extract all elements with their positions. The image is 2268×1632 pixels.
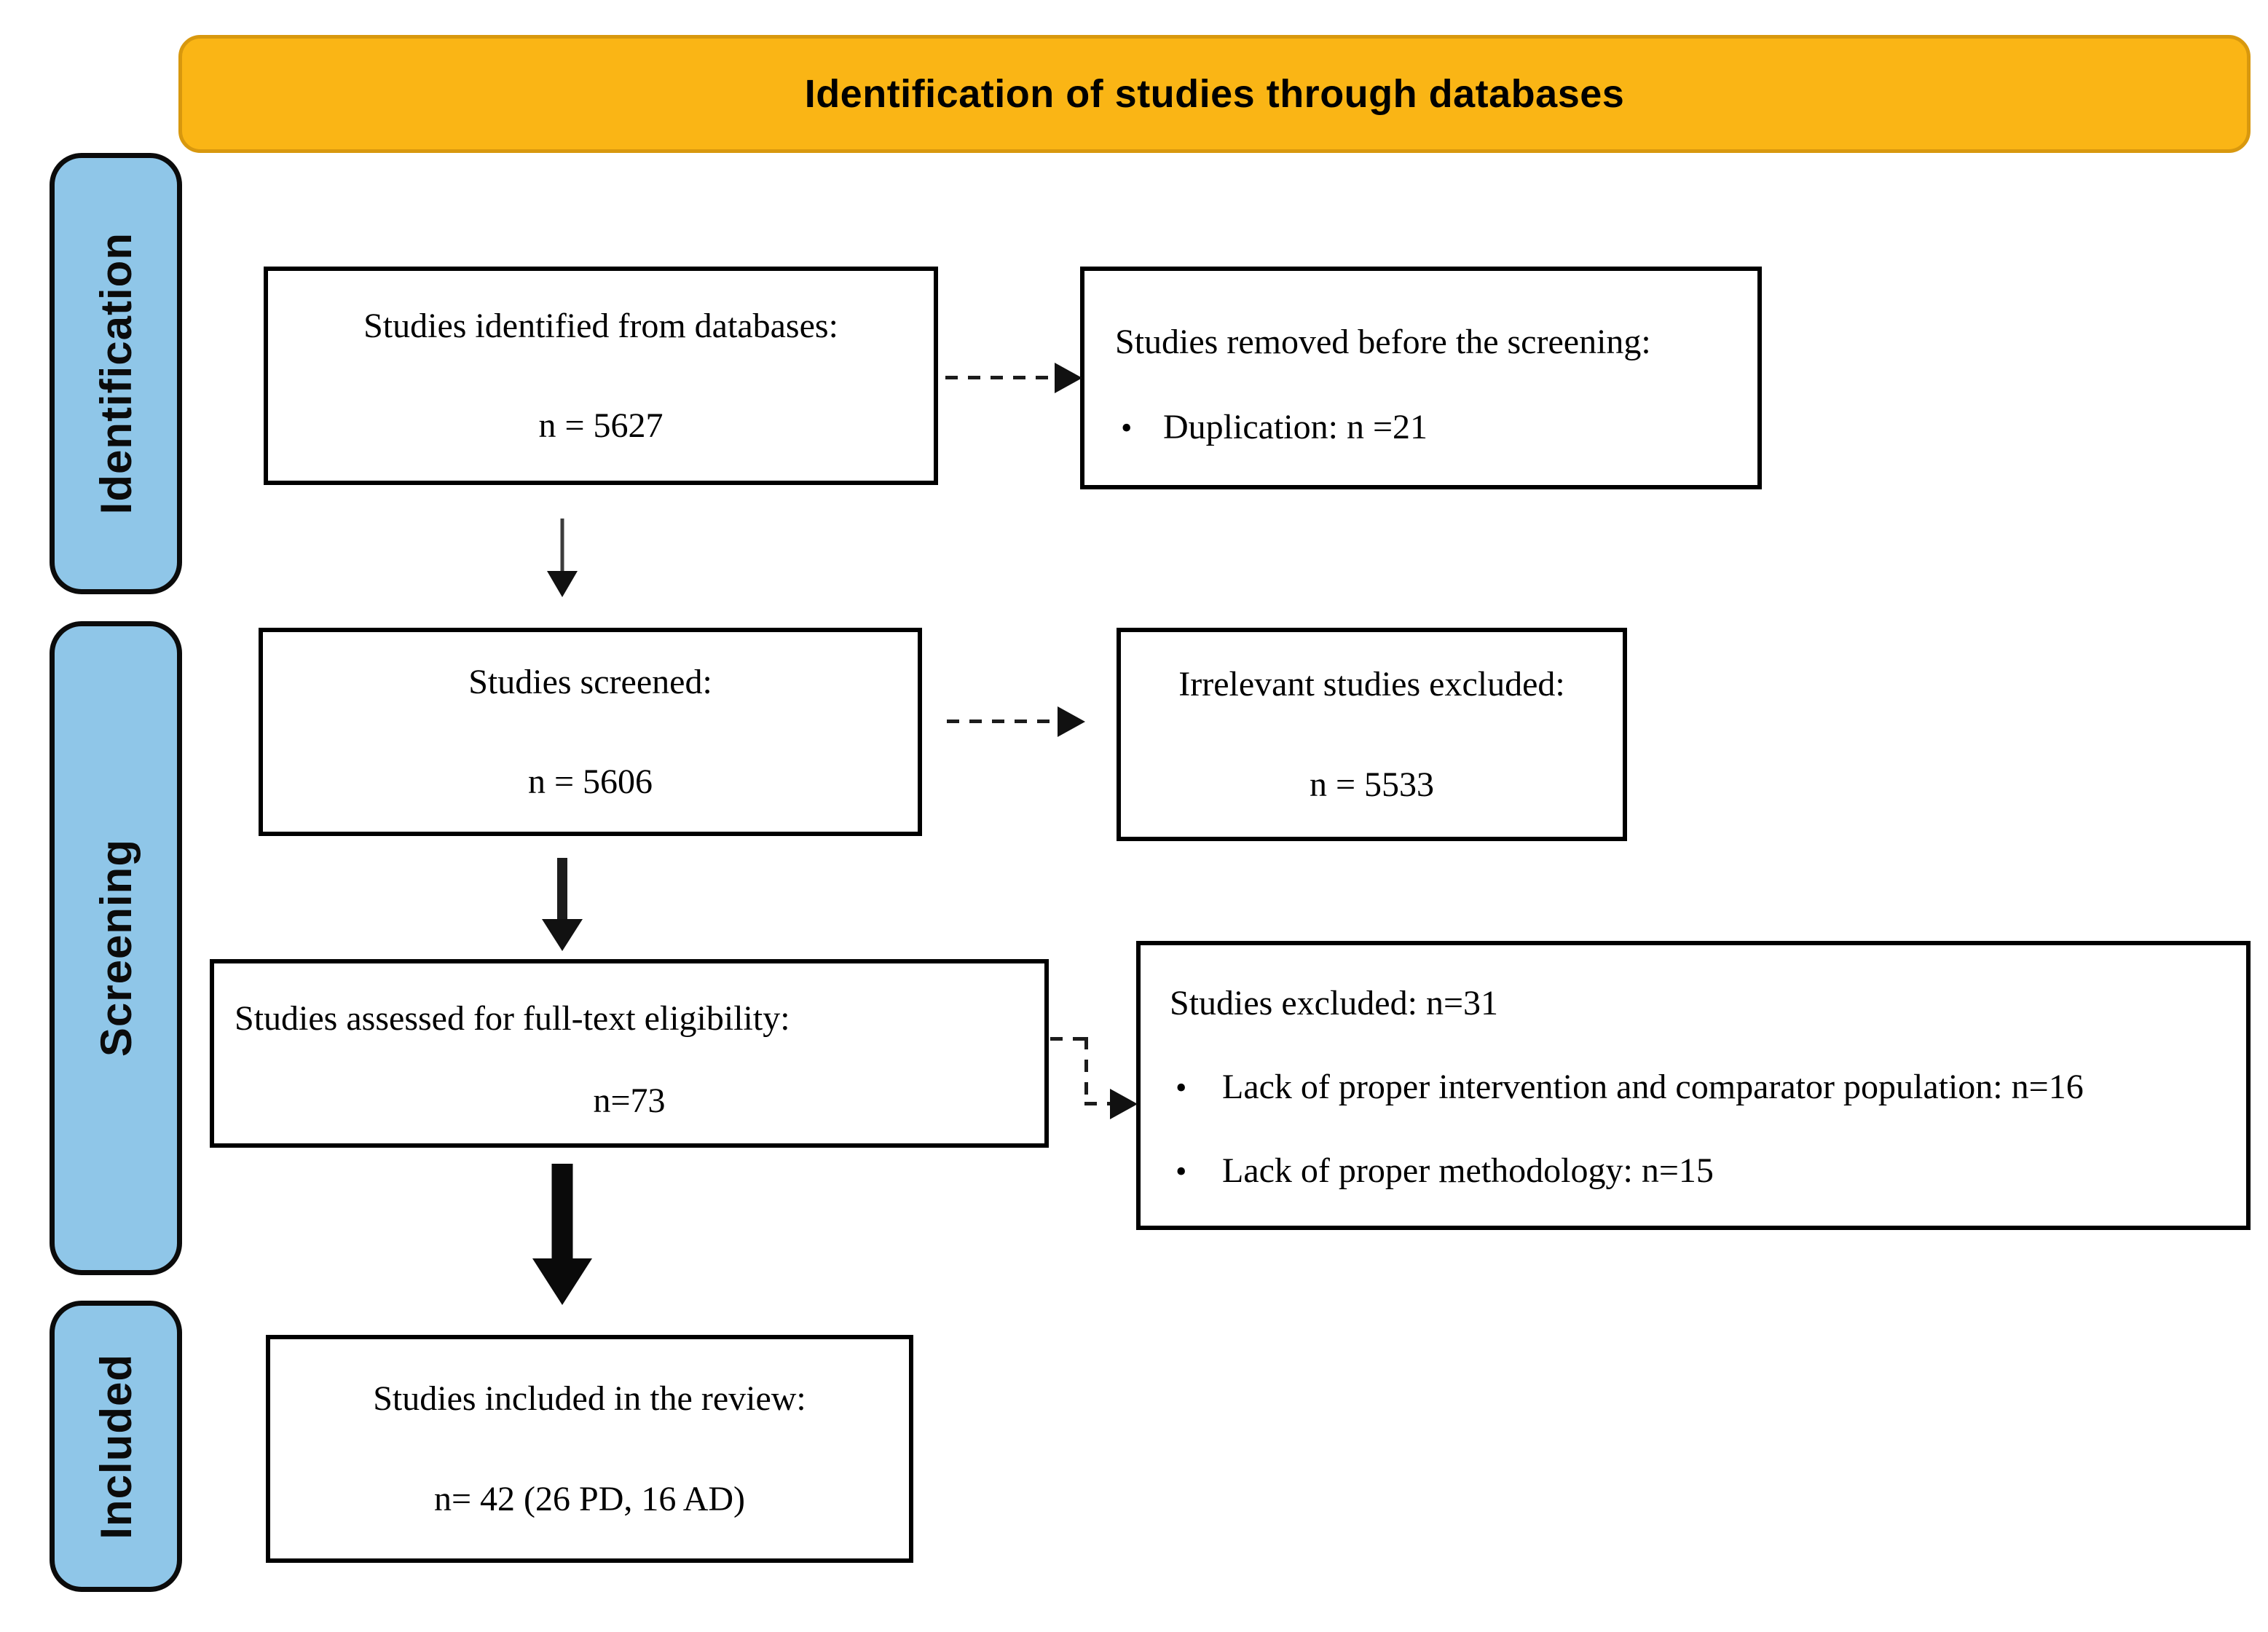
dashed-elbow-segment (1084, 1037, 1088, 1105)
banner-identification-of-studies: Identification of studies through databa… (178, 35, 2251, 153)
bullet-dot: • (1176, 1070, 1187, 1106)
bullet-duplication-text: Duplication: n =21 (1163, 408, 1428, 447)
arrow-head (547, 571, 578, 597)
dashed-arrow-head-icon (1055, 363, 1082, 393)
box-studies-included: Studies included in the review: n= 42 (2… (266, 1335, 913, 1563)
bullet-duplication: • Duplication: n =21 (1115, 407, 1732, 447)
dashed-elbow-segment (1050, 1037, 1088, 1041)
box-irrelevant-excluded-count: n = 5533 (1309, 765, 1435, 804)
box-studies-assessed-count: n=73 (593, 1081, 666, 1121)
bullet-lack-methodology: • Lack of proper methodology: n=15 (1170, 1151, 2224, 1191)
bullet-lack-methodology-text: Lack of proper methodology: n=15 (1222, 1151, 1714, 1191)
box-studies-identified: Studies identified from databases: n = 5… (264, 267, 938, 485)
box-studies-screened-title: Studies screened: (468, 662, 712, 701)
stage-tab-included: Included (50, 1301, 182, 1592)
box-studies-screened-count: n = 5606 (527, 762, 653, 801)
box-studies-excluded: Studies excluded: n=31 • Lack of proper … (1136, 941, 2251, 1230)
dashed-arrow-line (945, 376, 1056, 379)
stage-tab-included-label: Included (91, 1353, 141, 1540)
box-studies-identified-title: Studies identified from databases: (363, 306, 838, 345)
stage-tab-screening: Screening (50, 621, 182, 1275)
box-irrelevant-excluded-title: Irrelevant studies excluded: (1178, 665, 1565, 704)
dashed-arrow-head-icon (1110, 1089, 1138, 1119)
arrow-head (532, 1258, 592, 1305)
stage-tab-identification: Identification (50, 153, 182, 594)
box-studies-excluded-title: Studies excluded: n=31 (1170, 984, 1499, 1022)
box-studies-removed: Studies removed before the screening: • … (1080, 267, 1762, 489)
arrow-shaft (551, 1164, 573, 1261)
arrow-shaft (557, 858, 567, 921)
bullet-dot: • (1176, 1154, 1187, 1190)
arrow-shaft (560, 519, 564, 572)
bullet-lack-intervention-text: Lack of proper intervention and comparat… (1222, 1068, 2084, 1107)
box-irrelevant-excluded: Irrelevant studies excluded: n = 5533 (1117, 628, 1627, 841)
dashed-arrow-line (947, 720, 1059, 723)
box-studies-screened: Studies screened: n = 5606 (259, 628, 922, 836)
bullet-dot: • (1121, 410, 1133, 446)
dashed-elbow-segment (1084, 1102, 1112, 1105)
box-studies-identified-count: n = 5627 (538, 406, 664, 445)
bullet-lack-intervention: • Lack of proper intervention and compar… (1170, 1067, 2224, 1107)
box-studies-included-title: Studies included in the review: (373, 1379, 806, 1419)
stage-tab-identification-label: Identification (91, 232, 141, 515)
box-studies-assessed: Studies assessed for full-text eligibili… (210, 959, 1049, 1148)
box-studies-removed-title: Studies removed before the screening: (1115, 323, 1651, 361)
box-studies-assessed-title: Studies assessed for full-text eligibili… (235, 999, 790, 1038)
stage-tab-screening-label: Screening (91, 839, 141, 1057)
arrow-head (542, 919, 583, 951)
dashed-arrow-head-icon (1058, 706, 1085, 737)
banner-title: Identification of studies through databa… (804, 72, 1625, 116)
box-studies-included-count: n= 42 (26 PD, 16 AD) (433, 1479, 746, 1518)
